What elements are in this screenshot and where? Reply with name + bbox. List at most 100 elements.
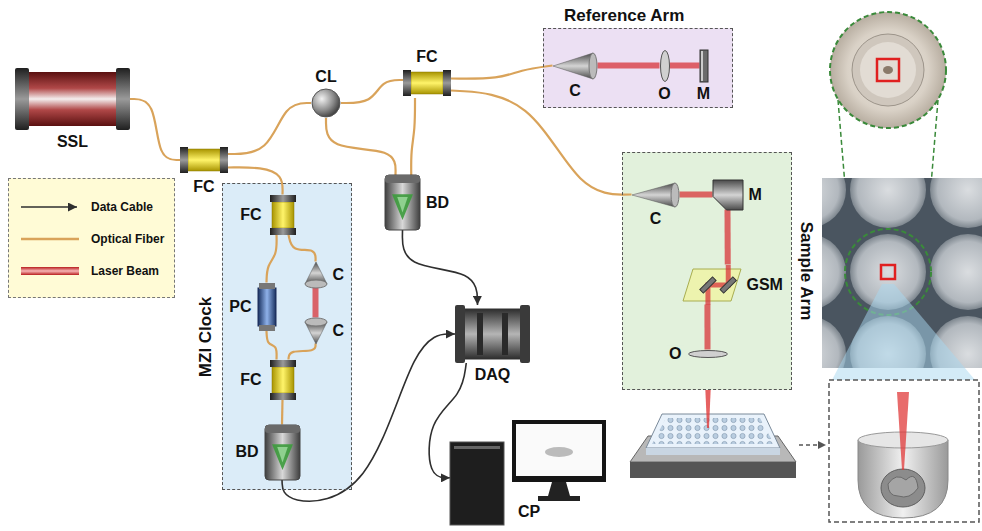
icon-part <box>403 70 411 96</box>
icon-part <box>502 313 508 355</box>
cable-sample <box>21 206 77 208</box>
icon-part <box>683 269 741 301</box>
component-label: CP <box>516 503 542 521</box>
component-node: FC <box>180 145 228 175</box>
icon-part <box>701 51 703 81</box>
component-node: M <box>700 50 708 82</box>
group-box: MZI ClockFCPCCCFCBD <box>222 183 352 490</box>
inset-frame <box>829 380 979 522</box>
component-label: C <box>567 82 583 100</box>
plate-photo <box>822 178 982 368</box>
component-icon <box>632 183 680 207</box>
icon-part <box>272 202 294 228</box>
component-icon <box>311 88 341 118</box>
fiber-sample <box>21 238 79 241</box>
component-node: CL <box>311 88 341 118</box>
icon-part <box>272 444 293 470</box>
icon-part <box>463 309 522 359</box>
icon-part <box>699 276 715 292</box>
icon-part <box>258 288 276 326</box>
icon-part <box>660 50 669 81</box>
component-label: C <box>648 210 664 228</box>
icon-part <box>265 425 300 433</box>
icon-part <box>632 183 675 207</box>
group-fill <box>622 152 792 390</box>
component-label: FC <box>414 48 439 66</box>
well <box>822 234 846 310</box>
icon-part <box>512 420 606 482</box>
icon-part <box>270 360 296 367</box>
laser-beam <box>598 63 660 69</box>
well-floor <box>860 42 916 98</box>
legend-row: Optical Fiber <box>19 223 164 255</box>
icon-part <box>392 194 413 220</box>
component-node: C <box>632 183 680 207</box>
optical-fiber <box>289 235 316 262</box>
scan-region <box>881 265 895 279</box>
component-node: C <box>553 53 598 79</box>
optical-fiber <box>341 80 403 103</box>
well <box>850 178 926 228</box>
component-label: FC <box>238 206 263 224</box>
component-node: M <box>713 180 743 210</box>
icon-part <box>305 280 327 288</box>
component-icon <box>268 195 298 235</box>
icon-part <box>29 72 116 126</box>
legend-row: Data Cable <box>19 191 164 223</box>
dish-outline <box>830 12 946 128</box>
component-icon <box>305 318 327 344</box>
group-fill <box>222 183 352 490</box>
component-icon <box>265 425 300 480</box>
laser-beam <box>680 192 713 198</box>
organoid <box>881 469 925 507</box>
icon-part <box>688 350 727 357</box>
icon-part <box>411 72 443 94</box>
icon-part <box>272 367 294 393</box>
component-node: SSL <box>15 68 130 130</box>
component-node: FC <box>268 360 298 400</box>
component-node: GSM <box>683 265 741 305</box>
icon-part <box>589 53 597 79</box>
legend-sample <box>19 264 83 278</box>
laser-beam <box>725 210 731 265</box>
optical-fiber <box>267 331 277 360</box>
icon-part <box>116 68 130 130</box>
component-label: CL <box>313 68 338 86</box>
component-label: C <box>331 266 347 284</box>
group-box: Sample ArmCMGSMO <box>622 152 792 390</box>
stage-side <box>630 462 796 478</box>
icon-part <box>385 175 420 230</box>
focused-beam <box>897 392 909 470</box>
legend-sample <box>19 232 83 246</box>
component-node: O <box>660 50 670 82</box>
icon-part <box>270 228 296 235</box>
component-label: M <box>695 85 712 103</box>
icon-part <box>671 183 679 207</box>
component-icon <box>180 145 228 175</box>
icon-part <box>305 318 327 326</box>
optical-fiber <box>267 235 277 283</box>
legend-label: Optical Fiber <box>91 232 164 246</box>
component-icon <box>403 68 451 98</box>
component-label: SSL <box>55 133 90 151</box>
well <box>930 234 982 310</box>
zoom-funnel <box>832 284 975 380</box>
icon-part <box>548 482 570 496</box>
optical-fiber <box>289 344 316 360</box>
component-node: BD <box>385 175 420 230</box>
icon-part <box>259 283 275 289</box>
optical-fiber <box>281 400 284 425</box>
icon-part <box>713 180 743 210</box>
icon-part <box>265 425 300 480</box>
organoid-spot <box>883 66 893 74</box>
component-label: M <box>747 186 764 204</box>
component-icon <box>660 50 670 82</box>
component-icon <box>455 305 530 363</box>
component-label: C <box>331 322 347 340</box>
well-plate <box>646 414 780 448</box>
component-label: BD <box>424 194 451 212</box>
component-node: PC <box>258 283 276 331</box>
scan-region <box>877 59 899 81</box>
component-node: C <box>305 318 327 344</box>
icon-part <box>477 313 483 355</box>
